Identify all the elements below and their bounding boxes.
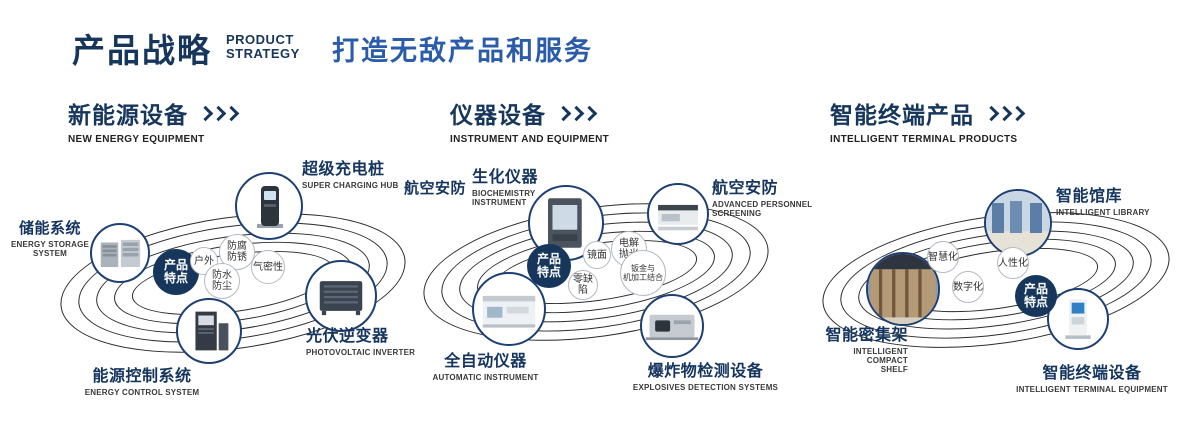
energy-control-image xyxy=(176,298,242,364)
page-tagline: 打造无敌产品和服务 xyxy=(332,36,593,66)
page-subtitle: PRODUCT STRATEGY xyxy=(226,33,300,61)
chevron-icon xyxy=(223,105,240,121)
feature-bubble: 智慧化 xyxy=(927,241,959,273)
intelligent-library-icon xyxy=(986,191,1050,255)
label-biochemistry-instrument: 生化仪器 BIOCHEMISTRY INSTRUMENT xyxy=(472,163,582,207)
compact-shelf-image xyxy=(866,252,940,326)
pv-inverter-icon xyxy=(319,281,363,316)
label-super-charging-hub: 超级充电桩 SUPER CHARGING HUB xyxy=(302,155,432,190)
explosives-detection-icon xyxy=(645,314,699,341)
chevron-right-icon xyxy=(555,105,598,121)
label-explosives-detection: 爆炸物检测设备 EXPLOSIVES DETECTION SYSTEMS xyxy=(628,357,783,392)
screening-icon xyxy=(658,204,698,231)
label-en: INTELLIGENT LIBRARY xyxy=(1056,208,1150,217)
section-header-intelligent: 智能终端产品 INTELLIGENT TERMINAL PRODUCTS xyxy=(830,96,1026,145)
section-header-new-energy: 新能源设备 NEW ENERGY EQUIPMENT xyxy=(68,96,240,145)
product-features-badge: 产品 特点 xyxy=(153,249,199,295)
section-title-instrument: 仪器设备 xyxy=(450,102,546,128)
chevron-right-icon xyxy=(983,105,1026,121)
label-zh: 光伏逆变器 xyxy=(306,328,389,345)
section-title-new-energy: 新能源设备 xyxy=(68,102,188,128)
page-subtitle-line2: STRATEGY xyxy=(226,46,300,61)
chevron-right-icon xyxy=(197,105,240,121)
label-en: PHOTOVOLTAIC INVERTER xyxy=(306,348,416,357)
label-energy-storage: 储能系统 ENERGY STORAGE SYSTEM xyxy=(10,217,90,258)
label-zh: 生化仪器 xyxy=(472,169,539,186)
super-charging-hub-image xyxy=(235,172,303,240)
energy-storage-image xyxy=(90,223,150,283)
energy-control-icon xyxy=(195,311,229,351)
label-en: BIOCHEMISTRY INSTRUMENT xyxy=(472,189,536,207)
section-header-instrument: 仪器设备 INSTRUMENT AND EQUIPMENT xyxy=(450,96,609,145)
label-en: INTELLIGENT TERMINAL EQUIPMENT xyxy=(1016,385,1168,394)
feature-bubble: 镜面 xyxy=(583,241,611,269)
label-zh: 全自动仪器 xyxy=(444,353,527,370)
label-zh: 超级充电桩 xyxy=(302,161,385,178)
label-zh: 储能系统 xyxy=(18,220,81,237)
label-automatic-instrument: 全自动仪器 AUTOMATIC INSTRUMENT xyxy=(428,347,543,382)
section-subtitle-instrument: INSTRUMENT AND EQUIPMENT xyxy=(450,134,610,145)
label-zh: 爆炸物检测设备 xyxy=(647,363,764,380)
section-subtitle-intelligent: INTELLIGENT TERMINAL PRODUCTS xyxy=(830,134,1018,145)
label-compact-shelf: 智能密集架 INTELLIGENT COMPACT SHELF xyxy=(812,321,908,374)
automatic-instrument-icon xyxy=(482,295,536,328)
page-title: 产品战略 xyxy=(72,32,212,69)
label-en: ENERGY STORAGE SYSTEM xyxy=(10,240,90,258)
energy-storage-icon xyxy=(100,239,141,267)
label-zh: 航空安防 xyxy=(712,180,779,197)
label-aviation-security-left: 航空安防 xyxy=(404,177,484,198)
charging-hub-icon xyxy=(257,186,283,228)
label-personnel-screening: 航空安防 ADVANCED PERSONNEL SCREENING xyxy=(712,174,842,218)
explosives-detection-image xyxy=(640,294,704,358)
label-intelligent-library: 智能馆库 INTELLIGENT LIBRARY xyxy=(1056,182,1186,217)
personnel-screening-image xyxy=(647,183,709,245)
terminal-equipment-image xyxy=(1047,288,1109,350)
automatic-instrument-image xyxy=(472,272,546,346)
terminal-equipment-icon xyxy=(1065,299,1091,339)
feature-bubble: 数字化 xyxy=(952,271,984,303)
feature-bubble: 气密性 xyxy=(251,250,285,284)
label-en: EXPLOSIVES DETECTION SYSTEMS xyxy=(632,383,779,392)
label-en: INTELLIGENT COMPACT SHELF xyxy=(853,347,908,374)
compact-shelf-icon xyxy=(868,254,938,324)
section-title-intelligent: 智能终端产品 xyxy=(830,102,974,128)
label-zh: 智能馆库 xyxy=(1056,188,1123,205)
feature-bubble: 钣金与 机加工结合 xyxy=(620,250,666,296)
label-en: SUPER CHARGING HUB xyxy=(302,181,399,190)
chevron-icon xyxy=(1009,105,1026,121)
label-en: AUTOMATIC INSTRUMENT xyxy=(432,373,539,382)
label-zh: 航空安防 xyxy=(404,180,467,197)
chevron-icon xyxy=(581,105,598,121)
label-zh: 智能终端设备 xyxy=(1042,365,1142,382)
biochemistry-icon xyxy=(548,198,582,248)
label-en: ADVANCED PERSONNEL SCREENING xyxy=(712,200,813,218)
label-zh: 能源控制系统 xyxy=(92,368,192,385)
feature-bubble: 零缺陷 xyxy=(568,270,598,300)
label-photovoltaic-inverter: 光伏逆变器 PHOTOVOLTAIC INVERTER xyxy=(306,322,436,357)
intelligent-library-image xyxy=(984,189,1052,257)
label-energy-control: 能源控制系统 ENERGY CONTROL SYSTEM xyxy=(72,362,212,397)
product-features-badge: 产品 特点 xyxy=(1015,275,1057,317)
label-terminal-equipment: 智能终端设备 INTELLIGENT TERMINAL EQUIPMENT xyxy=(1012,359,1172,394)
page-subtitle-line1: PRODUCT xyxy=(226,32,294,47)
label-zh: 智能密集架 xyxy=(825,327,908,344)
section-subtitle-new-energy: NEW ENERGY EQUIPMENT xyxy=(68,134,205,145)
feature-bubble: 人性化 xyxy=(997,247,1029,279)
label-en: ENERGY CONTROL SYSTEM xyxy=(84,388,200,397)
photovoltaic-inverter-image xyxy=(305,260,377,332)
product-features-badge: 产品 特点 xyxy=(527,244,571,288)
feature-bubble: 防水 防尘 xyxy=(204,263,240,299)
